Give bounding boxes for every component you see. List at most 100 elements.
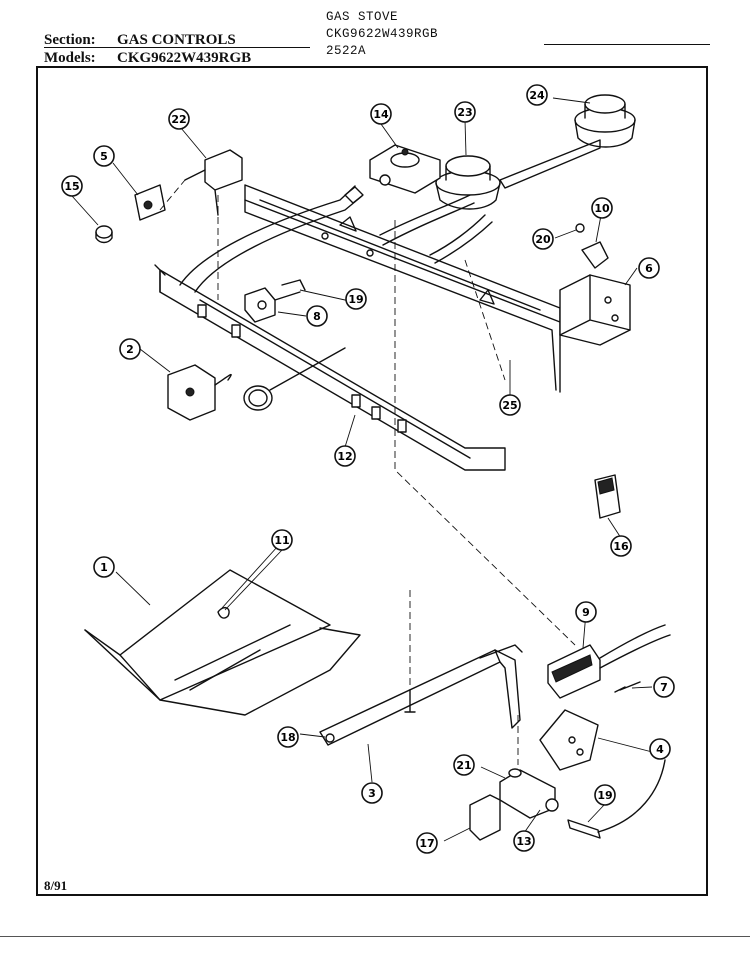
callout-circle [532,228,554,250]
callout-circle [575,601,597,623]
callout-number: 1 [100,561,108,574]
callout-number: 4 [656,743,664,756]
callout-number: 17 [419,837,434,850]
callout-circle [306,305,328,327]
callout-circle [93,145,115,167]
callout-circle [499,394,521,416]
callout-number: 25 [502,399,517,412]
callout-6: 6 [638,257,660,279]
callout-number: 8 [313,310,321,323]
callout-number: 15 [64,180,79,193]
diagram-frame [36,66,708,896]
leader-lines [71,97,661,842]
callout-15: 15 [61,175,83,197]
burner-tube-part [179,139,601,293]
oven-burner-part [319,644,523,746]
callout-number: 24 [529,89,545,102]
callout-number: 19 [348,293,363,306]
callout-19: 19 [594,784,616,806]
callout-9: 9 [575,601,597,623]
callout-circle [416,832,438,854]
callout-number: 20 [535,233,551,246]
safety-valve-part [469,709,666,841]
model-code: CKG9622W439RGB [326,27,439,41]
callout-number: 2 [126,343,134,356]
callout-number: 21 [456,759,471,772]
callout-circle [653,676,675,698]
callout-number: 6 [645,262,653,275]
callout-circle [610,535,632,557]
callout-13: 13 [513,830,535,852]
callout-circle [526,84,548,106]
callout-number: 19 [597,789,612,802]
callout-12: 12 [334,445,356,467]
callout-circle [361,782,383,804]
callout-circle [454,101,476,123]
callout-number: 18 [280,731,295,744]
footer-date: 8/91 [44,878,68,893]
callout-circle [513,830,535,852]
callout-circle [591,197,613,219]
callout-14: 14 [370,103,392,125]
bottom-rule [0,936,750,937]
assembly-lines [159,179,576,765]
callout-circle [334,445,356,467]
models-label: Models: [44,50,96,66]
callout-circle [119,338,141,360]
callout-circle [638,257,660,279]
callout-2: 2 [119,338,141,360]
diagram-code: 2522A [326,44,367,58]
callout-19: 19 [345,288,367,310]
models-value: CKG9622W439RGB [117,50,252,66]
callout-circle [649,738,671,760]
callouts-group: 1234567891011121314151617181919202122232… [61,84,675,854]
callout-circle [61,175,83,197]
callout-number: 23 [457,106,472,119]
rear-burner-head-part [574,94,636,148]
callout-circle [594,784,616,806]
manifold-pipe-part [154,264,506,471]
callout-circle [345,288,367,310]
callout-3: 3 [361,782,383,804]
ignitor-module-part [594,474,621,519]
callout-circle [168,108,190,130]
callout-22: 22 [168,108,190,130]
callout-4: 4 [649,738,671,760]
callout-number: 16 [613,540,629,553]
header-rule-right [544,44,710,45]
callout-23: 23 [454,101,476,123]
callout-8: 8 [306,305,328,327]
product-type: GAS STOVE [326,10,399,24]
valve-part [244,279,306,323]
callout-circle [370,103,392,125]
callout-16: 16 [610,535,632,557]
callout-17: 17 [416,832,438,854]
callout-circle [271,529,293,551]
knob-cap-part [95,225,113,244]
callout-1: 1 [93,556,115,578]
mounting-bracket-part [559,223,631,346]
valve-bracket-part [134,149,243,221]
callout-7: 7 [653,676,675,698]
burner-head-part [435,155,501,210]
callout-24: 24 [526,84,548,106]
callout-20: 20 [532,228,554,250]
callout-5: 5 [93,145,115,167]
callout-number: 10 [594,202,610,215]
callout-number: 7 [660,681,668,694]
callout-number: 9 [582,606,590,619]
callout-circle [93,556,115,578]
header-rule-left [44,47,310,48]
thermostat-part [167,347,346,421]
callout-number: 13 [516,835,531,848]
callout-11: 11 [271,529,293,551]
callout-circle [277,726,299,748]
ignitor-part [547,624,671,699]
callout-21: 21 [453,754,475,776]
regulator-part [369,144,441,194]
callout-18: 18 [277,726,299,748]
callout-25: 25 [499,394,521,416]
callout-number: 14 [373,108,389,121]
callout-circle [453,754,475,776]
section-value: GAS CONTROLS [117,32,236,48]
